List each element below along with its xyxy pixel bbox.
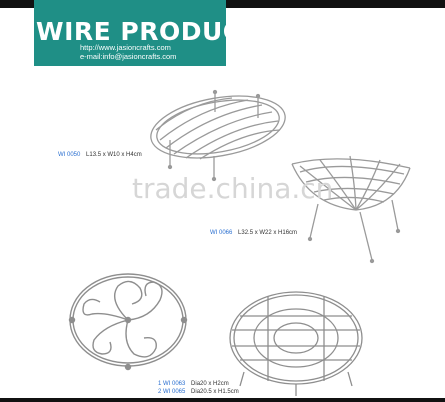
product-label-wi0065: 2 WI 0065 Dia20.5 x H1.5cm xyxy=(158,389,239,395)
scroll-trivet-image xyxy=(68,273,188,371)
fruit-basket-image xyxy=(291,155,411,264)
product-desc: L32.5 x W22 x H16cm xyxy=(238,230,298,236)
soap-dish-image xyxy=(150,89,286,182)
product-label-wi0066: WI 0066 L32.5 x W22 x H16cm xyxy=(210,230,297,236)
product-desc: Dia20.5 x H1.5cm xyxy=(191,389,239,395)
round-trivet-image xyxy=(229,291,363,396)
product-desc: Dia20 x H2cm xyxy=(191,381,229,387)
product-code: 1 WI 0063 xyxy=(158,381,186,387)
header-email: e-mail:info@jasioncrafts.com xyxy=(80,52,177,61)
product-code: 2 WI 0065 xyxy=(158,389,186,395)
bottom-border xyxy=(0,398,445,402)
header-url: http://www.jasioncrafts.com xyxy=(80,43,171,52)
product-code: WI 0066 xyxy=(210,230,233,236)
watermark: trade.china.cn xyxy=(132,172,334,205)
product-label-wi0050: WI 0050 L13.5 x W10 x H4cm xyxy=(58,152,142,158)
product-label-wi0063: 1 WI 0063 Dia20 x H2cm xyxy=(158,381,229,387)
product-desc: L13.5 x W10 x H4cm xyxy=(86,152,142,158)
header-banner: WIRE PRODUCT http://www.jasioncrafts.com… xyxy=(34,0,259,66)
product-code: WI 0050 xyxy=(58,152,81,158)
header-title: WIRE PRODUCT xyxy=(36,17,260,46)
